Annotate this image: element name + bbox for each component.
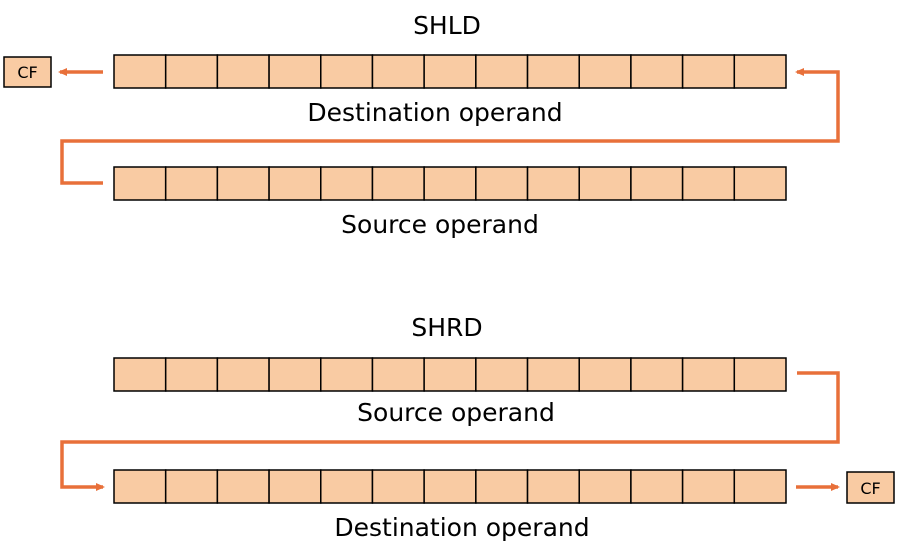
bit-cell	[320, 166, 374, 201]
bit-cell	[578, 469, 632, 504]
bit-cell	[216, 357, 270, 392]
bit-cell	[371, 54, 425, 89]
bit-cell	[113, 469, 167, 504]
shrd-source-to-destination-arrow	[60, 371, 840, 491]
bit-cell	[423, 54, 477, 89]
bit-cell	[320, 469, 374, 504]
shrd-destination-register	[113, 469, 787, 504]
bit-cell	[113, 166, 167, 201]
shld-cf-label: CF	[17, 63, 37, 82]
shld-cf-rect	[3, 56, 52, 88]
bit-cell	[423, 469, 477, 504]
bit-cell	[216, 54, 270, 89]
bit-cell	[113, 357, 167, 392]
bit-cell	[475, 357, 529, 392]
bit-cell	[423, 166, 477, 201]
bit-cell	[733, 166, 787, 201]
shrd-source-label: Source operand	[357, 398, 555, 427]
bit-cell	[681, 54, 736, 89]
bit-cell	[268, 54, 322, 89]
shrd-section: SHRD Source operand Destination operand …	[60, 313, 895, 542]
bit-cell	[681, 469, 736, 504]
bit-cell	[475, 54, 529, 89]
bit-cell	[733, 357, 787, 392]
bit-cell	[320, 357, 374, 392]
bit-cell	[733, 54, 787, 89]
bit-cell	[526, 54, 580, 89]
shrd-source-register	[113, 357, 787, 392]
bit-cell	[320, 54, 374, 89]
bit-cell	[216, 166, 270, 201]
bit-cell	[113, 54, 167, 89]
shld-destination-register	[113, 54, 787, 89]
shrd-cf-label: CF	[860, 479, 880, 498]
bit-cell	[268, 469, 322, 504]
bit-cell	[371, 469, 425, 504]
shld-destination-label: Destination operand	[307, 98, 562, 127]
bit-cell	[371, 357, 425, 392]
bit-cell	[630, 54, 684, 89]
bit-cell	[423, 357, 477, 392]
bit-cell	[630, 469, 684, 504]
shld-source-label: Source operand	[341, 210, 539, 239]
shld-source-to-destination-arrow	[60, 68, 840, 185]
bit-cell	[733, 469, 787, 504]
bit-cell	[630, 166, 684, 201]
shrd-title: SHRD	[411, 313, 482, 342]
shld-section: SHLD CF Destination operand Source opera…	[3, 11, 840, 239]
bit-cell	[268, 357, 322, 392]
bit-cell	[371, 166, 425, 201]
bit-cell	[681, 357, 736, 392]
shld-title: SHLD	[413, 11, 481, 40]
bit-cell	[164, 54, 219, 89]
bit-cell	[681, 166, 736, 201]
shrd-cf-box: CF	[846, 471, 895, 504]
bit-cell	[526, 166, 580, 201]
bit-cell	[164, 469, 219, 504]
shld-source-register	[113, 166, 787, 201]
bit-cell	[475, 166, 529, 201]
shrd-destination-label: Destination operand	[334, 513, 589, 542]
bit-cell	[268, 166, 322, 201]
bit-cell	[164, 166, 219, 201]
shrd-cf-rect	[846, 471, 895, 504]
bit-cell	[475, 469, 529, 504]
bit-cell	[526, 469, 580, 504]
bit-cell	[578, 54, 632, 89]
bit-cell	[216, 469, 270, 504]
bit-cell	[578, 357, 632, 392]
bit-cell	[526, 357, 580, 392]
shld-cf-box: CF	[3, 56, 52, 88]
bit-cell	[630, 357, 684, 392]
bit-cell	[164, 357, 219, 392]
bit-cell	[578, 166, 632, 201]
